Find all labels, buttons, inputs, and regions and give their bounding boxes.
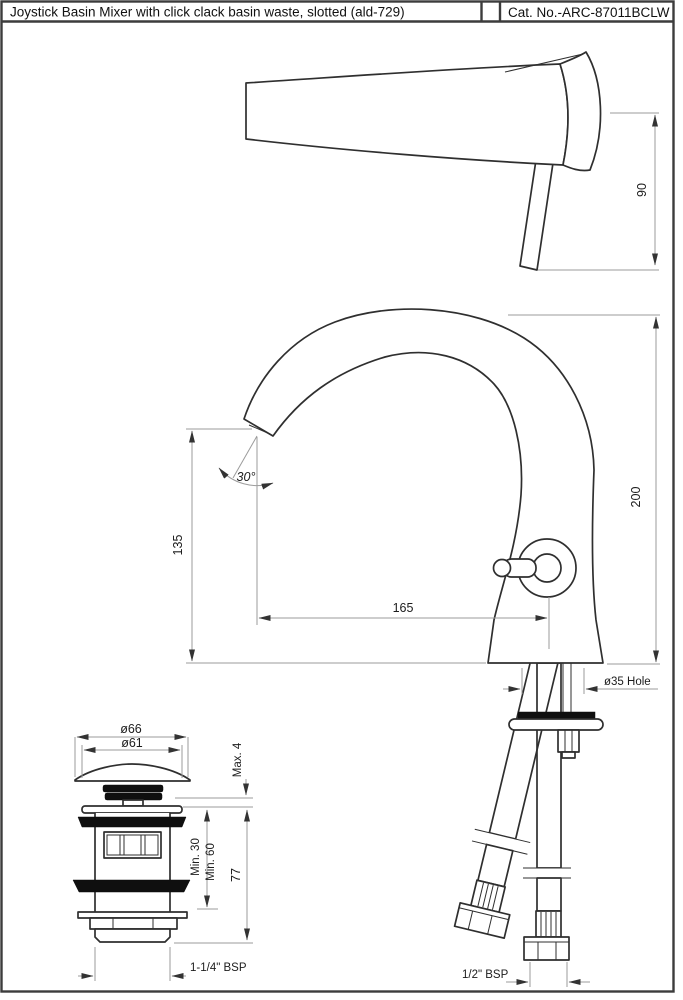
waste-gasket-top xyxy=(77,816,187,828)
dim-deck-min60-label: Min. 60 xyxy=(205,843,217,881)
dim-hole-label: ø35 Hole xyxy=(604,676,651,688)
spout-mouth-line xyxy=(248,424,271,435)
dim-spout-angle-label: 30° xyxy=(237,470,256,484)
dim-cap-outer-dia-label: ø66 xyxy=(120,722,142,736)
cap-seal-ring xyxy=(102,784,164,793)
angled-hose xyxy=(453,654,559,939)
joystick-joint xyxy=(492,538,577,598)
dim-mixer-height-label: 200 xyxy=(629,487,643,508)
hose-crimp-sleeve xyxy=(535,910,562,938)
handle-cap xyxy=(559,51,602,172)
basin-waste-view xyxy=(72,763,191,943)
mounting-flange xyxy=(508,718,604,731)
mixer-side-view xyxy=(243,308,604,664)
catalog-number: Cat. No.-ARC-87011BCLW xyxy=(508,5,670,20)
waste-washer-plate xyxy=(77,911,188,919)
dim-cap-inner-dia-label: ø61 xyxy=(121,736,143,750)
page-title: Joystick Basin Mixer with click clack ba… xyxy=(10,5,405,20)
waste-cap-dome xyxy=(74,763,191,782)
waste-gasket-bottom xyxy=(72,879,191,893)
dim-reach-label: 165 xyxy=(393,601,414,615)
joystick-knob xyxy=(492,558,512,578)
handle-ridge-line xyxy=(504,53,584,73)
dim-waste-height-label: 77 xyxy=(229,868,243,882)
handle-top-view xyxy=(245,51,602,271)
dim-handle-height-label: 90 xyxy=(635,183,649,197)
handle-stem xyxy=(519,159,554,271)
dim-spout-height-label: 135 xyxy=(171,535,185,556)
dim-waste-thread-label: 1-1/4" BSP xyxy=(190,962,247,974)
cap-stem xyxy=(122,799,144,807)
hose-nut xyxy=(523,936,570,961)
waste-slot-window xyxy=(103,831,162,859)
vertical-hose xyxy=(523,662,571,961)
stud-nut xyxy=(557,729,580,759)
handle-blade xyxy=(245,63,569,166)
dim-deck-min30-label: Min. 30 xyxy=(190,838,202,876)
waste-top-flange xyxy=(81,805,183,814)
waste-threaded-tail xyxy=(94,928,171,943)
waste-backnut xyxy=(89,917,178,930)
dim-hose-thread-label: 1/2" BSP xyxy=(462,969,509,981)
supply-hoses xyxy=(453,654,604,961)
dim-deck-max-label: Max. 4 xyxy=(232,742,244,777)
dimensions: 90 200 135 165 30° ø35 Hole ø66 xyxy=(74,112,660,987)
